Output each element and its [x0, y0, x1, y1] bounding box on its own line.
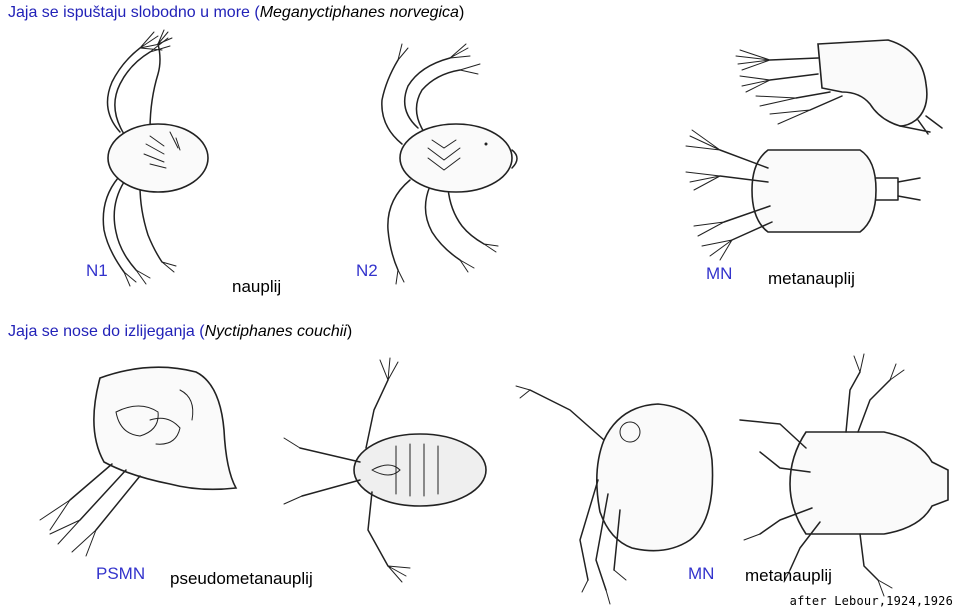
- psmn-label: PSMN: [96, 564, 145, 584]
- credit-text: after Lebour,1924,1926: [790, 594, 953, 608]
- n2-nauplius-drawing: [382, 44, 517, 284]
- nauplius-label: nauplij: [232, 277, 281, 297]
- mn-metanauplius-bottom-drawing: [686, 130, 920, 260]
- metanauplius-top-label: metanauplij: [768, 269, 855, 289]
- n1-label: N1: [86, 261, 108, 281]
- n2-label: N2: [356, 261, 378, 281]
- n1-nauplius-drawing: [103, 30, 208, 286]
- mn-bottom-label: MN: [688, 564, 714, 584]
- psmn-ventral-drawing: [284, 358, 486, 582]
- pseudometanauplius-label: pseudometanauplij: [170, 569, 313, 589]
- psmn-side-drawing: [40, 367, 236, 556]
- mn-metanauplius-top-drawing: [736, 40, 942, 134]
- metanauplius-bottom-label: metanauplij: [745, 566, 832, 586]
- mn-top-label: MN: [706, 264, 732, 284]
- mn-side-drawing: [516, 386, 713, 604]
- mn-dorsal-drawing: [740, 354, 948, 596]
